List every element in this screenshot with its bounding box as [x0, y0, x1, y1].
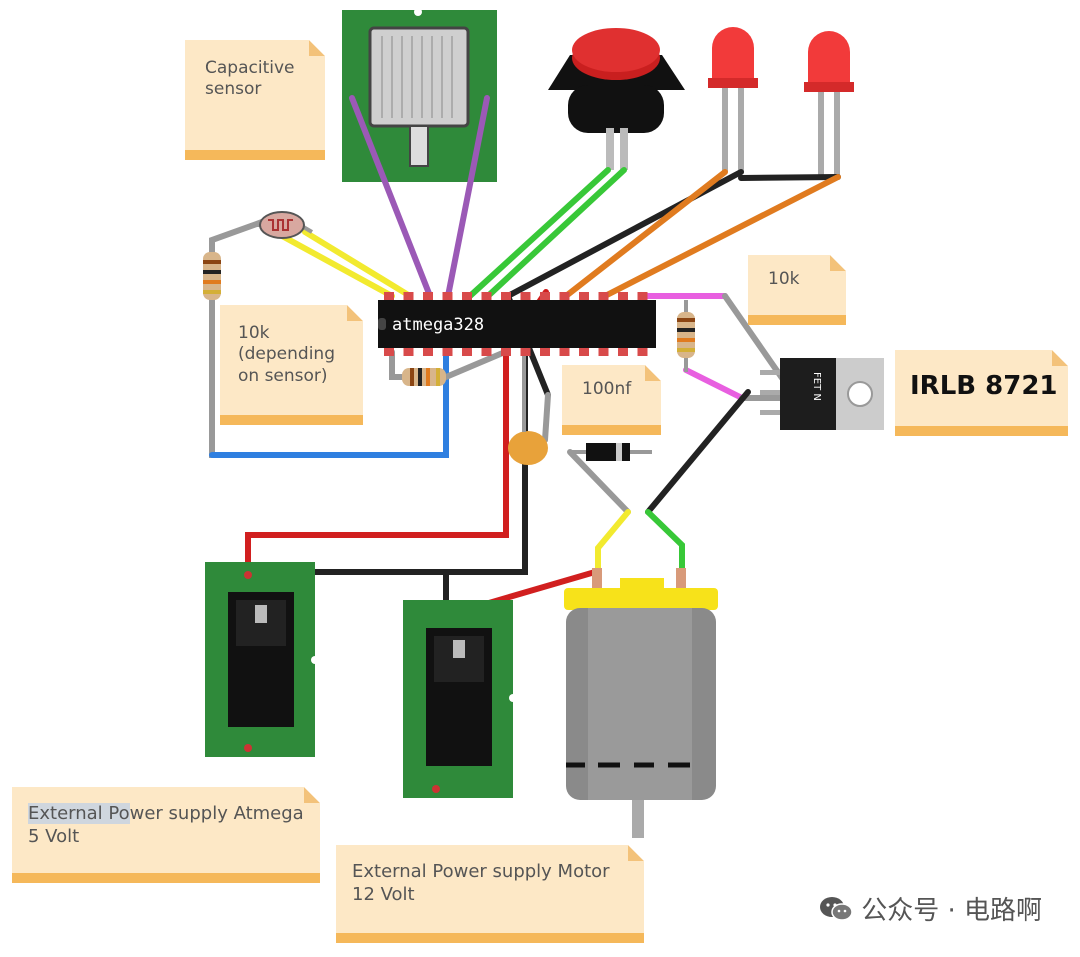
chip-pin [618, 348, 628, 356]
chip-pin [384, 348, 394, 356]
resistor-gate [677, 300, 695, 372]
ldr-sensor [250, 211, 314, 239]
chip-pin [403, 292, 414, 300]
capacitive-sensor [342, 8, 497, 182]
note-resistor-gate: 10k [748, 255, 846, 325]
chip-pin [579, 348, 589, 356]
note-mosfet-text: IRLB 8721 [910, 371, 1058, 401]
diode [570, 443, 652, 461]
led-1 [708, 27, 758, 172]
chip-pin [501, 292, 511, 300]
chip-pin [423, 292, 433, 300]
capacitor [508, 352, 548, 465]
chip-pin [637, 348, 648, 356]
power-jack-motor [403, 600, 517, 798]
resistor-reset [402, 368, 446, 386]
mosfet [760, 358, 884, 430]
note-resistor-gate-text: 10k [768, 269, 800, 289]
push-button [548, 28, 685, 170]
chip-pin [403, 348, 414, 356]
chip-pin [442, 292, 453, 300]
rest-text: wer supply Atmega 5 Volt [28, 803, 304, 847]
chip-pin [520, 348, 531, 356]
note-power-supply-atmega-text: External Power supply Atmega 5 Volt [28, 803, 304, 848]
chip-pin [442, 348, 453, 356]
note-resistor-sensor: 10k (depending on sensor) [220, 305, 363, 425]
note-mosfet: IRLB 8721 [895, 350, 1068, 436]
dc-motor [564, 568, 718, 838]
note-capacitor: 100nf [562, 365, 661, 435]
note-resistor-sensor-text: 10k (depending on sensor) [238, 323, 335, 386]
highlighted-text: External Po [28, 803, 130, 824]
chip-label: atmega328 [392, 315, 484, 335]
mosfet-marking: FET N [811, 372, 822, 401]
resistor-sensor [203, 252, 221, 300]
chip-pin [520, 292, 531, 300]
note-capacitive-sensor-text: Capacitive sensor [205, 58, 295, 100]
chip-pin [540, 348, 550, 356]
chip-pin [462, 348, 472, 356]
chip-pin [384, 292, 394, 300]
chip-pin [501, 348, 511, 356]
note-capacitor-text: 100nf [582, 379, 632, 399]
chip-pin [481, 292, 492, 300]
chip-pin [540, 292, 550, 300]
chip-pin [579, 292, 589, 300]
chip-pin [559, 292, 570, 300]
chip-pin [462, 292, 472, 300]
chip-pin [423, 348, 433, 356]
chip-pin [559, 348, 570, 356]
chip-pin [618, 292, 628, 300]
chip-pin [598, 348, 609, 356]
chip-pin [637, 292, 648, 300]
note-power-supply-motor: External Power supply Motor 12 Volt [336, 845, 644, 943]
power-jack-atmega [205, 562, 319, 757]
atmega-chip [378, 292, 656, 356]
chip-pin [598, 292, 609, 300]
note-power-supply-motor-text: External Power supply Motor 12 Volt [352, 861, 610, 905]
note-capacitive-sensor: Capacitive sensor [185, 40, 325, 160]
wechat-icon [820, 896, 853, 921]
watermark-text: 公众号 · 电路啊 [861, 896, 1042, 926]
led-2 [804, 31, 854, 177]
watermark: 公众号 · 电路啊 [819, 890, 1042, 927]
note-power-supply-atmega: External Power supply Atmega 5 Volt [12, 787, 320, 883]
chip-pin [481, 348, 492, 356]
